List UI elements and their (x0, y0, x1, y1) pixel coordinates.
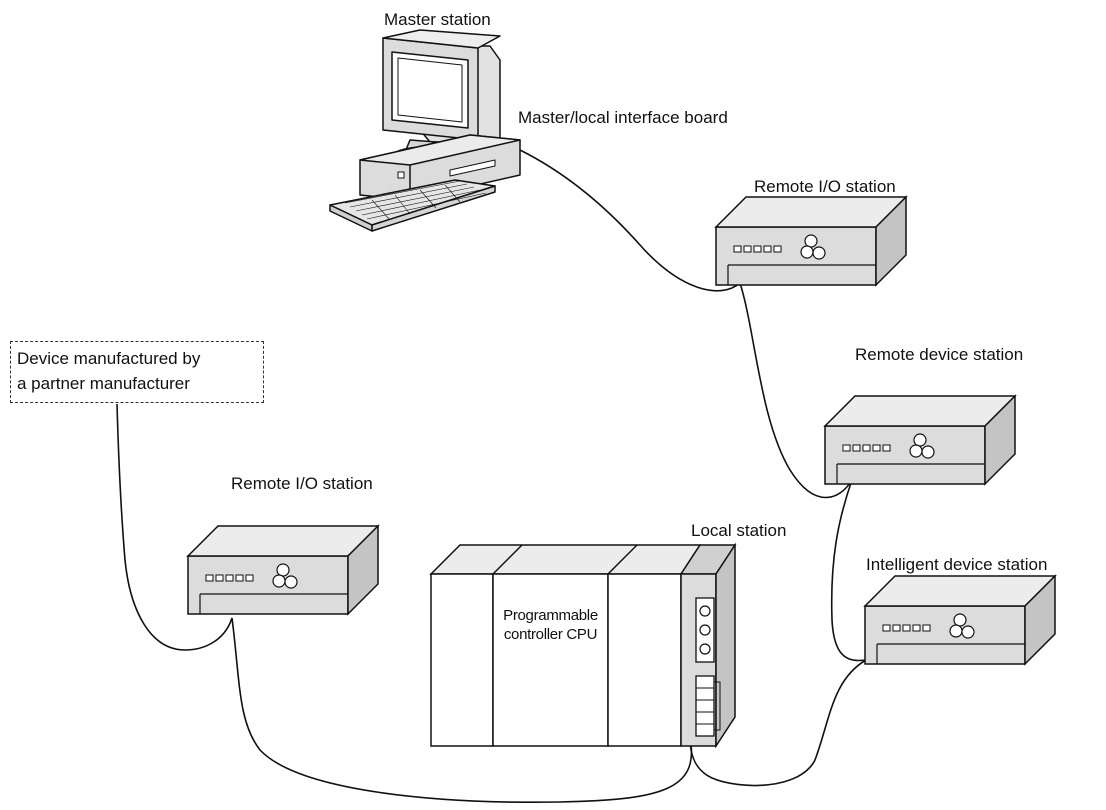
local-station-label: Local station (691, 521, 787, 540)
cable-master-to-remote-io (519, 149, 741, 292)
master-station-label: Master station (384, 10, 491, 29)
partner-label-line1: Device manufactured by (17, 349, 201, 368)
cable-local-to-remote-io-left (231, 617, 693, 804)
network-cables (116, 149, 867, 804)
remote-device-label: Remote device station (855, 345, 1024, 364)
local-station-plc (429, 542, 737, 749)
cable-remote-device-to-intelligent (830, 479, 867, 662)
master-station-computer (329, 29, 521, 232)
intelligent-device-label: Intelligent device station (866, 555, 1048, 574)
remote-io-top-label: Remote I/O station (754, 177, 896, 196)
interface-board-label: Master/local interface board (518, 108, 728, 127)
intelligent-device-station (864, 575, 1056, 665)
partner-device-box: Device manufactured by a partner manufac… (10, 341, 264, 403)
cpu-label-line2: controller CPU (503, 626, 598, 643)
cable-remote-io-left-to-partner (116, 403, 233, 651)
partner-label-line2: a partner manufacturer (17, 374, 190, 393)
cpu-label-line1: Programmable (503, 607, 598, 624)
cable-remote-io-to-remote-device (739, 282, 853, 499)
remote-io-station-left (187, 525, 379, 615)
cpu-label: Programmable controller CPU (493, 606, 608, 644)
remote-io-left-label: Remote I/O station (231, 474, 373, 493)
remote-io-station-top (715, 196, 907, 286)
remote-device-station (824, 395, 1016, 485)
keyboard-keys (344, 180, 487, 221)
cable-intelligent-to-local (689, 659, 867, 787)
